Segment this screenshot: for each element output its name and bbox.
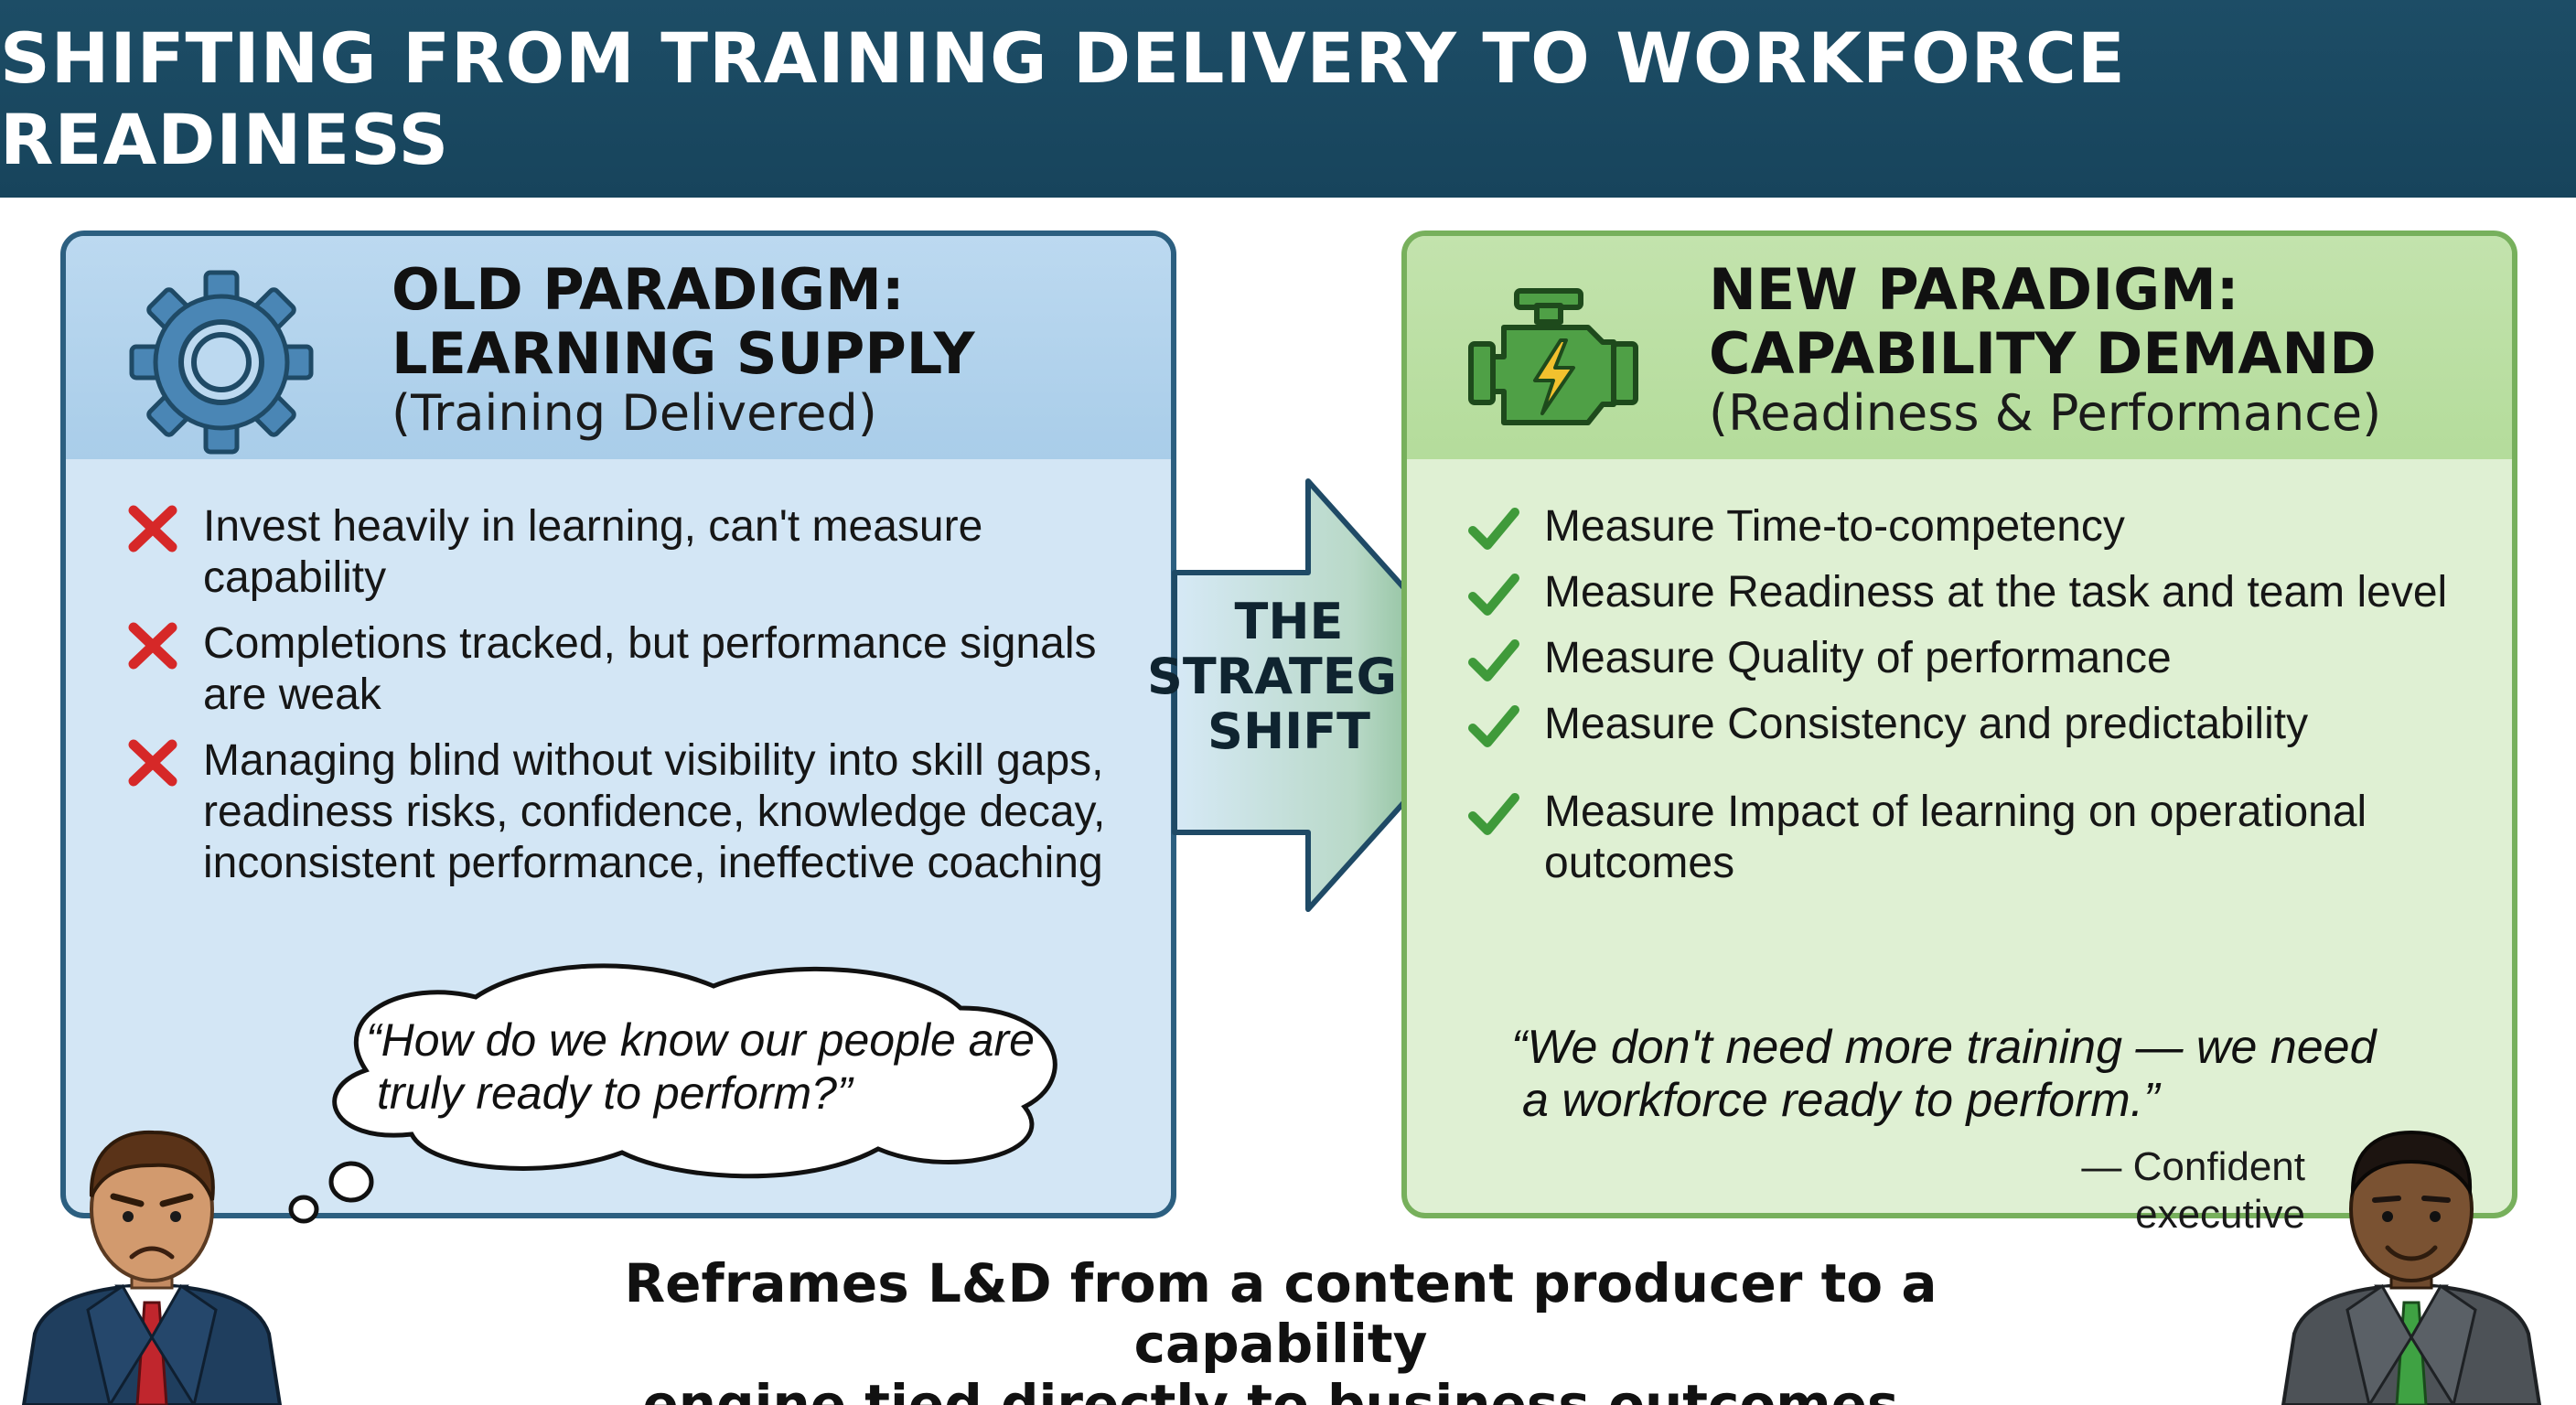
engine-icon [1468, 288, 1638, 425]
executive-quote: “We don't need more training — we need a… [1511, 1021, 2377, 1127]
checkmark-icon [1468, 574, 1519, 616]
old-paradigm-panel: OLD PARADIGM: LEARNING SUPPLY (Training … [60, 231, 1176, 1218]
checkmark-icon [1468, 705, 1519, 747]
cross-icon [128, 739, 177, 787]
new-paradigm-title: NEW PARADIGM: [1709, 256, 2239, 323]
confident-person-illustration [2281, 1130, 2542, 1405]
new-paradigm-title-2: CAPABILITY DEMAND [1709, 320, 2377, 387]
checkmark-icon [1468, 639, 1519, 681]
list-item: Measure Time-to-competency [1467, 501, 2510, 552]
strategic-shift-label: THE STRATEGIC SHIFT [1147, 593, 1452, 760]
cross-icon [128, 505, 177, 552]
old-paradigm-header: OLD PARADIGM: LEARNING SUPPLY (Training … [66, 236, 1171, 459]
old-paradigm-title: OLD PARADIGM: [392, 256, 905, 323]
thought-text: “How do we know our people are truly rea… [366, 1014, 1035, 1119]
footer-statement: Reframes L&D from a content producer to … [624, 1252, 1937, 1405]
new-paradigm-header: NEW PARADIGM: CAPABILITY DEMAND (Readine… [1407, 236, 2512, 459]
new-paradigm-subtitle: (Readiness & Performance) [1709, 384, 2382, 442]
old-paradigm-title-2: LEARNING SUPPLY [392, 320, 975, 387]
list-item: Measure Quality of performance [1467, 633, 2510, 684]
list-item: Completions tracked, but performance sig… [126, 618, 1142, 721]
list-item: Measure Consistency and predictability [1467, 699, 2510, 750]
page-title: SHIFTING FROM TRAINING DELIVERY TO WORKF… [0, 17, 2126, 180]
list-item: Measure Readiness at the task and team l… [1467, 567, 2510, 618]
header-banner: SHIFTING FROM TRAINING DELIVERY TO WORKF… [0, 0, 2576, 198]
new-paradigm-list: Measure Time-to-competency Measure Readi… [1467, 501, 2510, 904]
old-paradigm-list: Invest heavily in learning, can't measur… [126, 501, 1142, 904]
thought-bubble [288, 963, 1057, 1224]
cross-icon [128, 622, 177, 670]
list-item: Invest heavily in learning, can't measur… [126, 501, 1142, 604]
old-paradigm-subtitle: (Training Delivered) [392, 384, 877, 442]
list-item: Measure Impact of learning on operationa… [1467, 787, 2510, 889]
new-paradigm-panel: NEW PARADIGM: CAPABILITY DEMAND (Readine… [1401, 231, 2517, 1218]
list-item: Managing blind without visibility into s… [126, 735, 1142, 889]
worried-person-illustration [21, 1130, 283, 1405]
quote-attribution: — Confident executive [2081, 1144, 2305, 1237]
checkmark-icon [1468, 793, 1519, 835]
gear-icon [129, 270, 314, 455]
checkmark-icon [1468, 508, 1519, 550]
